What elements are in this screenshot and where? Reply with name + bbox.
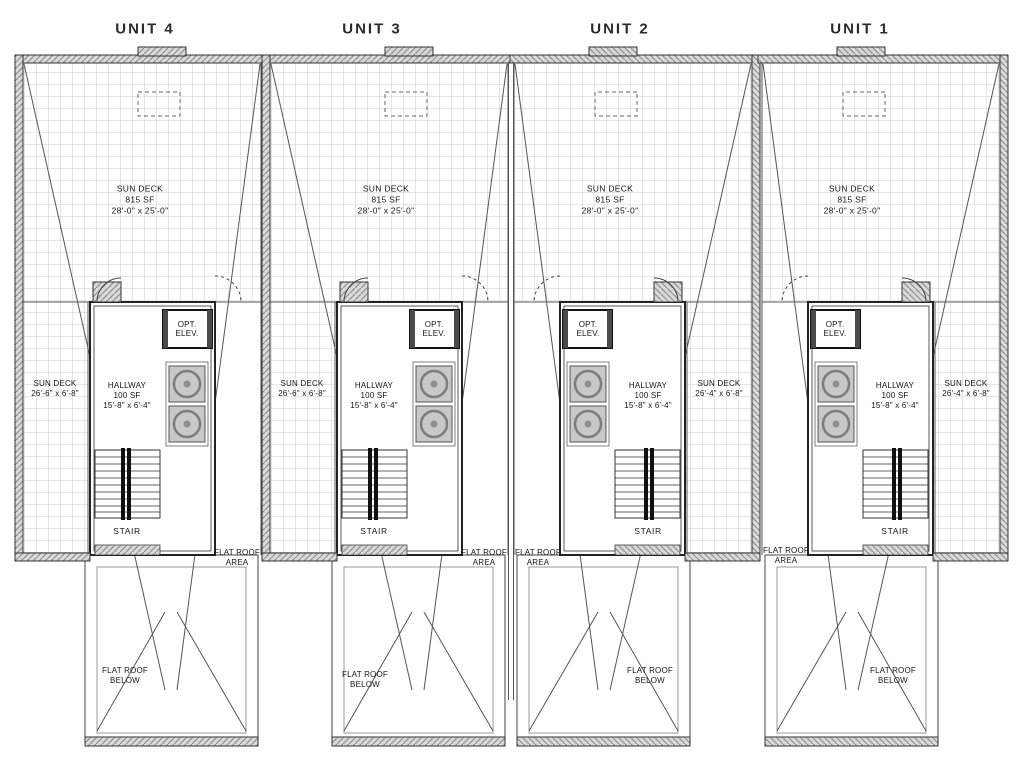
unit-1-plan: [756, 45, 1010, 748]
unit-4-plan: [13, 45, 267, 748]
unit-2-plan: [508, 45, 762, 748]
unit-3-plan: [260, 45, 514, 748]
